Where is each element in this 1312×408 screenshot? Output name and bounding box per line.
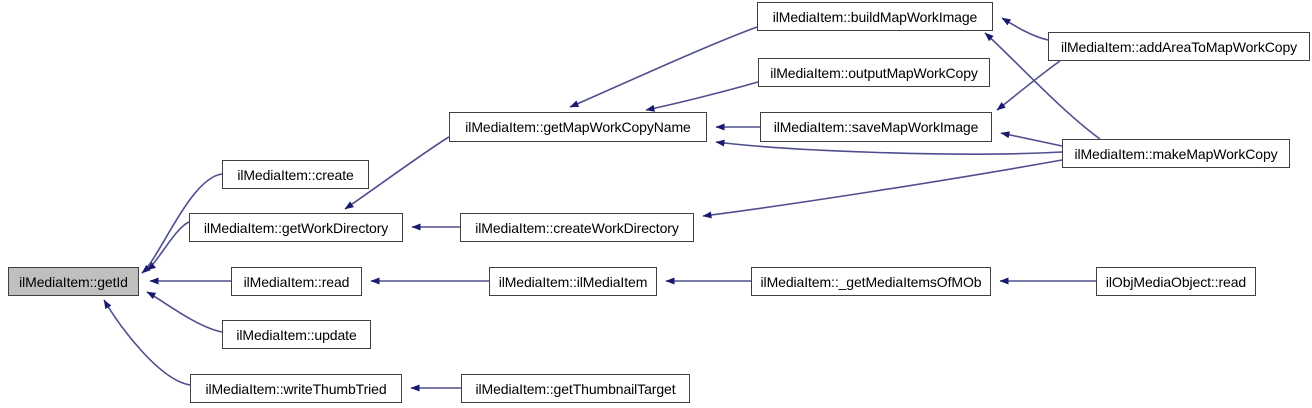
edge-writeThumbTried-to-getId: [103, 299, 191, 386]
node-label-_getMediaItemsOfMOb: ilMediaItem::_getMediaItemsOfMOb: [760, 273, 982, 290]
node-label-writeThumbTried: ilMediaItem::writeThumbTried: [205, 380, 387, 397]
node-getThumbnailTarget[interactable]: ilMediaItem::getThumbnailTarget: [461, 374, 690, 403]
node-saveMapWorkImage[interactable]: ilMediaItem::saveMapWorkImage: [760, 112, 992, 142]
node-getMapWorkCopyName[interactable]: ilMediaItem::getMapWorkCopyName: [449, 112, 707, 142]
node-label-read: ilMediaItem::read: [243, 273, 350, 290]
edge-makeMapWorkCopy-to-createWorkDirectory: [702, 159, 1063, 219]
node-label-buildMapWorkImage: ilMediaItem::buildMapWorkImage: [772, 8, 978, 25]
node-label-ilObjMediaObject_read: ilObjMediaObject::read: [1105, 273, 1247, 290]
node-createWorkDirectory[interactable]: ilMediaItem::createWorkDirectory: [460, 213, 694, 242]
node-ilObjMediaObject_read[interactable]: ilObjMediaObject::read: [1096, 267, 1256, 296]
edge-outputMapWorkCopy-to-getMapWorkCopyName: [645, 81, 759, 112]
node-getId[interactable]: ilMediaItem::getId: [8, 267, 139, 296]
node-makeMapWorkCopy[interactable]: ilMediaItem::makeMapWorkCopy: [1062, 139, 1290, 168]
node-label-addAreaToMapWorkCopy: ilMediaItem::addAreaToMapWorkCopy: [1060, 38, 1298, 55]
edge-update-to-getId: [146, 291, 223, 333]
node-ilMediaItem[interactable]: ilMediaItem::ilMediaItem: [489, 267, 657, 296]
node-label-saveMapWorkImage: ilMediaItem::saveMapWorkImage: [773, 119, 979, 135]
node-create[interactable]: ilMediaItem::create: [222, 160, 369, 189]
node-addAreaToMapWorkCopy[interactable]: ilMediaItem::addAreaToMapWorkCopy: [1048, 32, 1310, 61]
node-label-makeMapWorkCopy: ilMediaItem::makeMapWorkCopy: [1074, 145, 1278, 162]
node-getWorkDirectory[interactable]: ilMediaItem::getWorkDirectory: [189, 213, 403, 242]
edge-makeMapWorkCopy-to-saveMapWorkImage: [1000, 131, 1063, 147]
node-label-update: ilMediaItem::update: [236, 326, 357, 343]
node-update[interactable]: ilMediaItem::update: [222, 320, 371, 349]
node-_getMediaItemsOfMOb[interactable]: ilMediaItem::_getMediaItemsOfMOb: [751, 267, 991, 296]
node-label-getThumbnailTarget: ilMediaItem::getThumbnailTarget: [475, 380, 676, 397]
node-label-create: ilMediaItem::create: [237, 166, 354, 183]
edge-addAreaToMapWorkCopy-to-saveMapWorkImage: [996, 60, 1061, 111]
node-label-outputMapWorkCopy: ilMediaItem::outputMapWorkCopy: [770, 64, 978, 81]
node-buildMapWorkImage[interactable]: ilMediaItem::buildMapWorkImage: [757, 2, 993, 31]
node-label-createWorkDirectory: ilMediaItem::createWorkDirectory: [475, 219, 679, 236]
node-read[interactable]: ilMediaItem::read: [231, 267, 362, 296]
node-label-getMapWorkCopyName: ilMediaItem::getMapWorkCopyName: [465, 119, 691, 135]
node-label-ilMediaItem: ilMediaItem::ilMediaItem: [498, 273, 648, 290]
edge-buildMapWorkImage-to-getMapWorkCopyName: [569, 26, 758, 108]
node-writeThumbTried[interactable]: ilMediaItem::writeThumbTried: [190, 374, 402, 403]
node-label-getId: ilMediaItem::getId: [19, 273, 128, 290]
edge-makeMapWorkCopy-to-getMapWorkCopyName: [715, 139, 1063, 155]
node-outputMapWorkCopy[interactable]: ilMediaItem::outputMapWorkCopy: [758, 58, 990, 87]
edge-getWorkDirectory-to-getId: [146, 221, 190, 271]
node-label-getWorkDirectory: ilMediaItem::getWorkDirectory: [203, 219, 389, 236]
edge-addAreaToMapWorkCopy-to-buildMapWorkImage: [1001, 17, 1049, 41]
